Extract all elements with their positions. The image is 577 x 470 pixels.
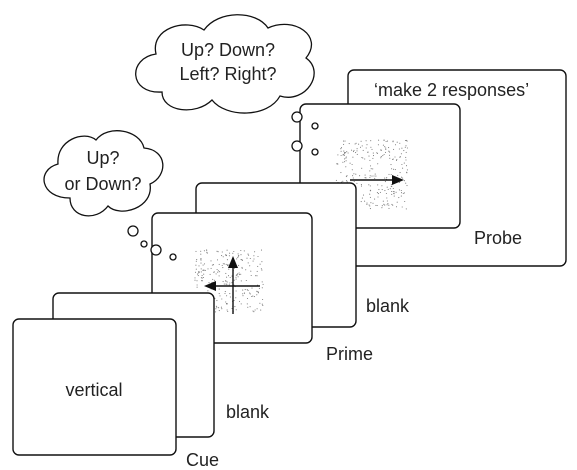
probe-thought-cloud	[135, 14, 319, 130]
prime-thought-line1: Up?	[86, 148, 119, 168]
probe-caption: Probe	[474, 228, 522, 248]
blank2-caption: blank	[366, 296, 410, 316]
prime-vertical-arrow	[228, 256, 238, 314]
probe-thought-line1: Up? Down?	[181, 40, 275, 60]
blank1-caption: blank	[226, 402, 270, 422]
cue-card	[12, 318, 177, 456]
prime-caption: Prime	[326, 344, 373, 364]
probe-thought-bubble-large	[291, 111, 303, 123]
cue-text: vertical	[65, 380, 122, 400]
probe-thought-line2: Left? Right?	[179, 64, 276, 84]
probe-card-bubble-small	[311, 148, 319, 156]
probe-back-text: ‘make 2 responses’	[374, 80, 529, 100]
prime-thought-bubble-large	[127, 225, 139, 237]
prime-card-bubble-large	[150, 244, 162, 256]
probe-card-bubble-large	[291, 140, 303, 152]
probe-arrow	[350, 175, 404, 185]
cue-caption: Cue	[186, 450, 219, 470]
prime-thought-bubble-small	[140, 240, 148, 248]
prime-card-bubble-small	[169, 253, 177, 261]
prime-thought-line2: or Down?	[64, 174, 141, 194]
prime-horizontal-arrow	[204, 281, 260, 291]
probe-thought-bubble-small	[311, 122, 319, 130]
prime-thought-cloud	[43, 130, 164, 248]
